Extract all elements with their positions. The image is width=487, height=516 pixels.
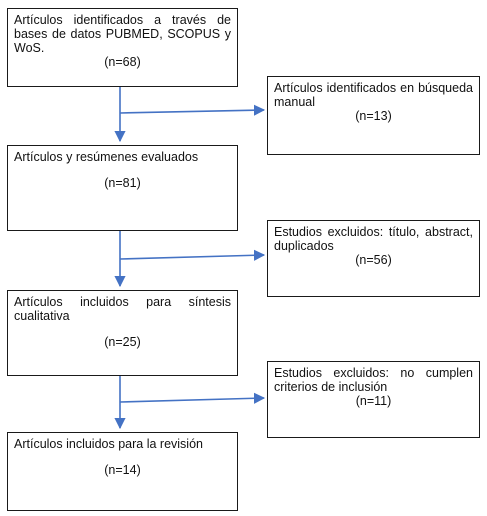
box-identified-databases: Artículos identificados a través de base… — [7, 8, 238, 87]
box-count: (n=25) — [104, 335, 141, 349]
box-count: (n=14) — [104, 463, 141, 477]
box-text: Artículos identificados a través de base… — [14, 13, 231, 55]
box-text: Artículos identificados en búsqueda manu… — [274, 81, 473, 109]
side-arrow-2 — [119, 249, 266, 261]
box-count: (n=81) — [104, 176, 141, 190]
box-manual-search: Artículos identificados en búsqueda manu… — [267, 76, 480, 155]
box-count: (n=11) — [355, 394, 392, 408]
box-text: Estudios excluidos: título, abstract, du… — [274, 225, 473, 253]
box-qualitative-synthesis: Artículos incluidos para síntesis cualit… — [7, 290, 238, 376]
box-count: (n=68) — [104, 55, 141, 69]
box-excluded-criteria: Estudios excluidos: no cumplen criterios… — [267, 361, 480, 438]
box-excluded-title-abstract: Estudios excluidos: título, abstract, du… — [267, 220, 480, 297]
box-text: Artículos incluidos para la revisión — [14, 437, 203, 451]
box-articles-evaluated: Artículos y resúmenes evaluados (n=81) — [7, 145, 238, 231]
box-included-review: Artículos incluidos para la revisión (n=… — [7, 432, 238, 511]
box-text: Artículos y resúmenes evaluados — [14, 150, 199, 164]
side-arrow-1 — [119, 104, 266, 116]
box-text: Artículos incluidos para síntesis cualit… — [14, 295, 231, 323]
box-text: Estudios excluidos: no cumplen criterios… — [274, 366, 473, 394]
side-arrow-3 — [119, 392, 266, 404]
box-count: (n=56) — [355, 253, 392, 267]
box-count: (n=13) — [355, 109, 392, 123]
